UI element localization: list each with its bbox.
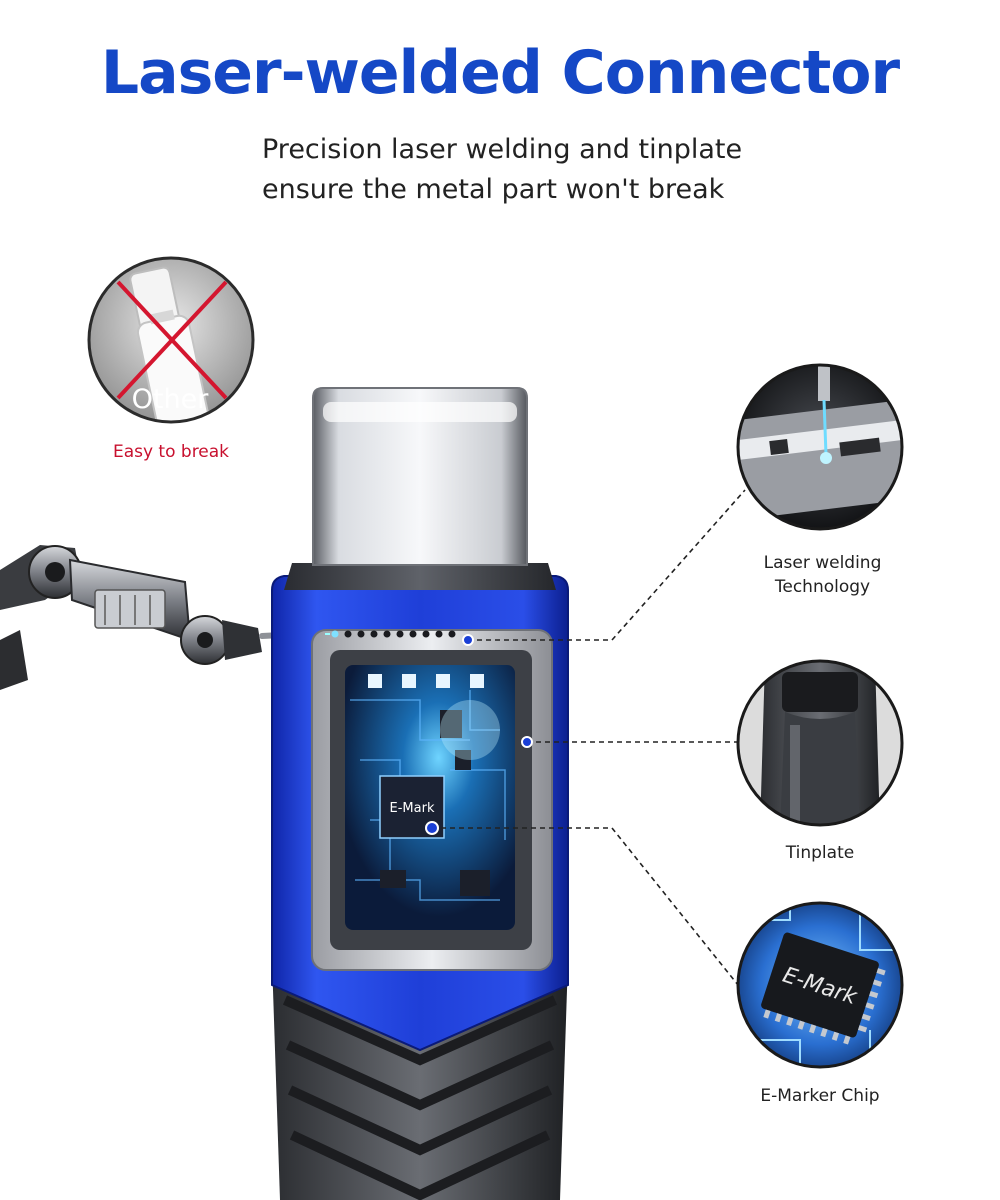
tinplate-closeup-icon [736, 659, 904, 827]
laser-welding-closeup-icon [736, 363, 904, 531]
subtitle-line-2: ensure the metal part won't break [262, 174, 725, 205]
tinplate-label: Tinplate [730, 841, 910, 865]
leader-line-laser [468, 489, 746, 641]
circuit-board: E-Mark [345, 665, 515, 930]
weld-dots [331, 630, 456, 638]
laser-welding-label-line-2: Technology [774, 577, 871, 597]
easy-to-break-caption: Easy to break [112, 442, 230, 462]
page-title: Laser-welded Connector [100, 38, 900, 108]
other-cable-comparison: Other [87, 256, 255, 424]
emarker-chip-label: E-Marker Chip [730, 1084, 910, 1108]
callout-lines [432, 489, 746, 991]
subtitle: Precision laser welding and tinplate ens… [262, 130, 822, 210]
laser-welding-label-line-1: Laser welding [763, 553, 882, 573]
emark-chip-closeup-icon: E-Mark [736, 901, 904, 1069]
other-badge-text: Other [132, 384, 210, 415]
usb-c-connector: E-Mark [271, 387, 569, 1200]
cross-mark-line-2 [116, 280, 228, 400]
laser-robot-arm [0, 545, 329, 690]
subtitle-line-1: Precision laser welding and tinplate [262, 134, 743, 165]
chip-label: E-Mark [390, 801, 435, 816]
emarker-chip-label-line-1: E-Marker Chip [760, 1086, 880, 1106]
leader-line-emark [432, 827, 743, 991]
laser-welding-label: Laser welding Technology [730, 551, 915, 599]
tinplate-label-line-1: Tinplate [785, 843, 855, 863]
